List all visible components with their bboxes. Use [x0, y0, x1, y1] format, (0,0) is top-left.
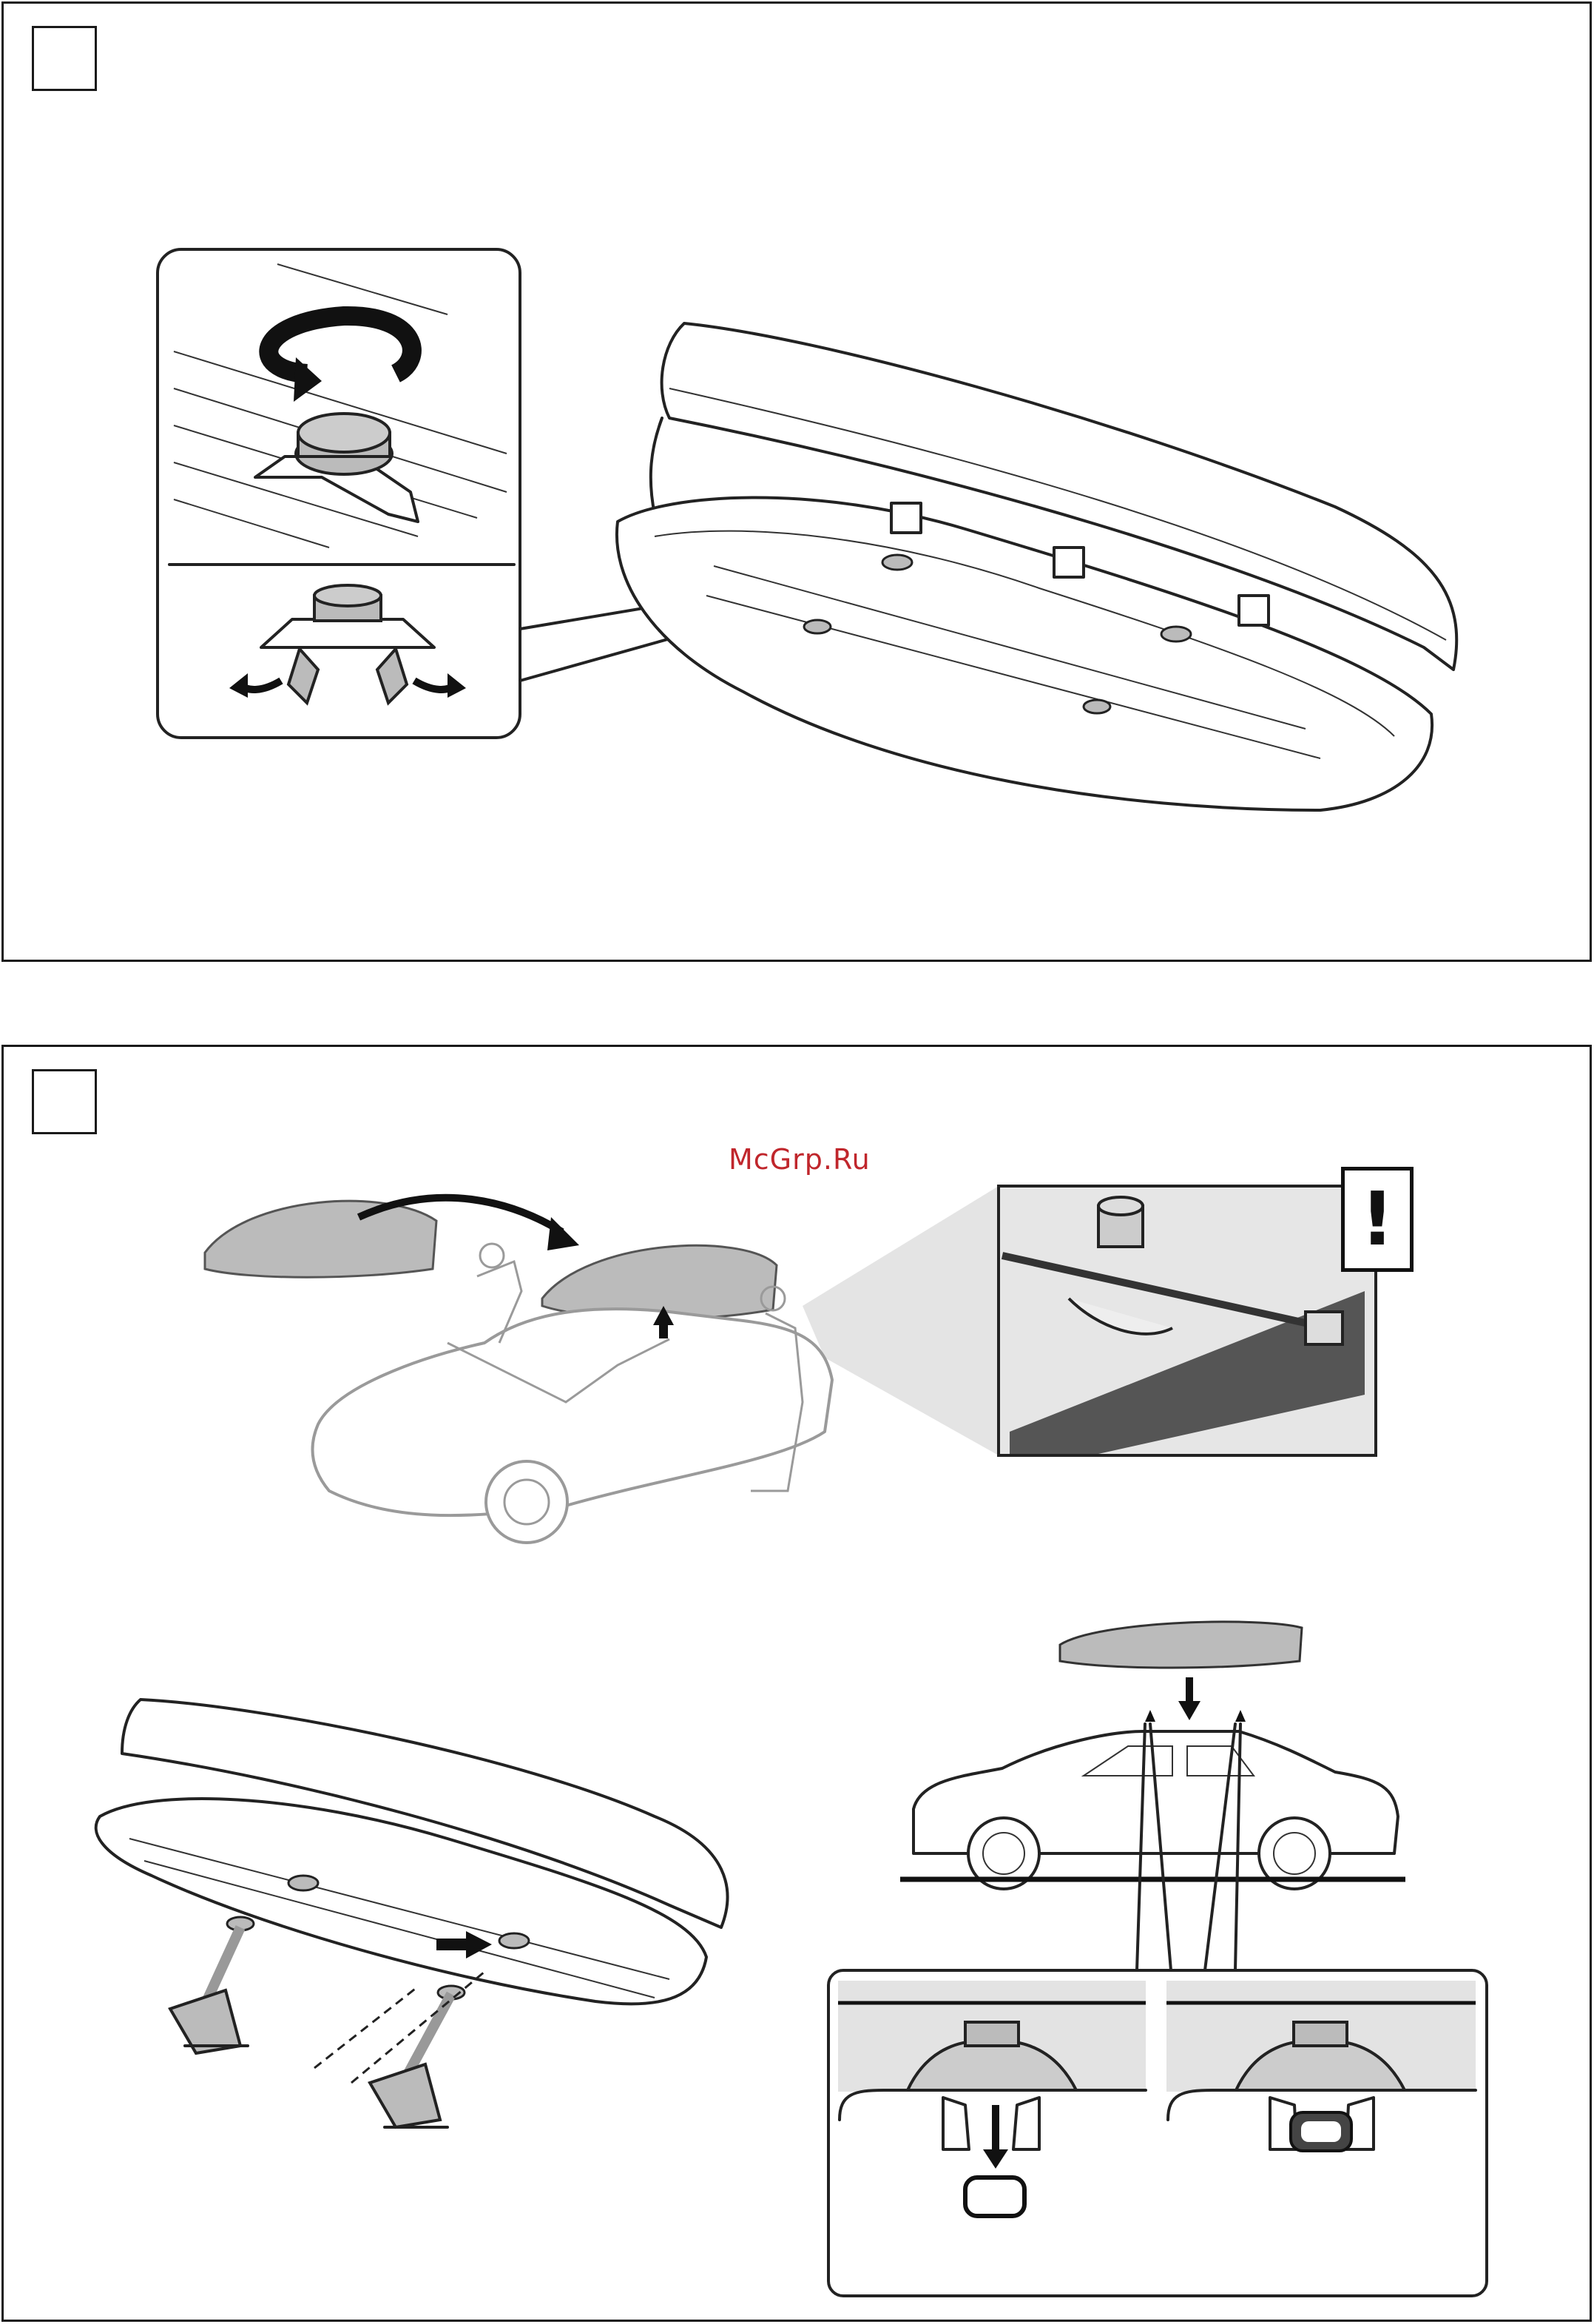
open-roof-box — [4, 4, 1594, 964]
step-panel-2: McGrp.Ru ! — [1, 1045, 1592, 2322]
step-panel-1 — [1, 1, 1592, 962]
box-on-bars — [4, 1047, 1594, 2324]
